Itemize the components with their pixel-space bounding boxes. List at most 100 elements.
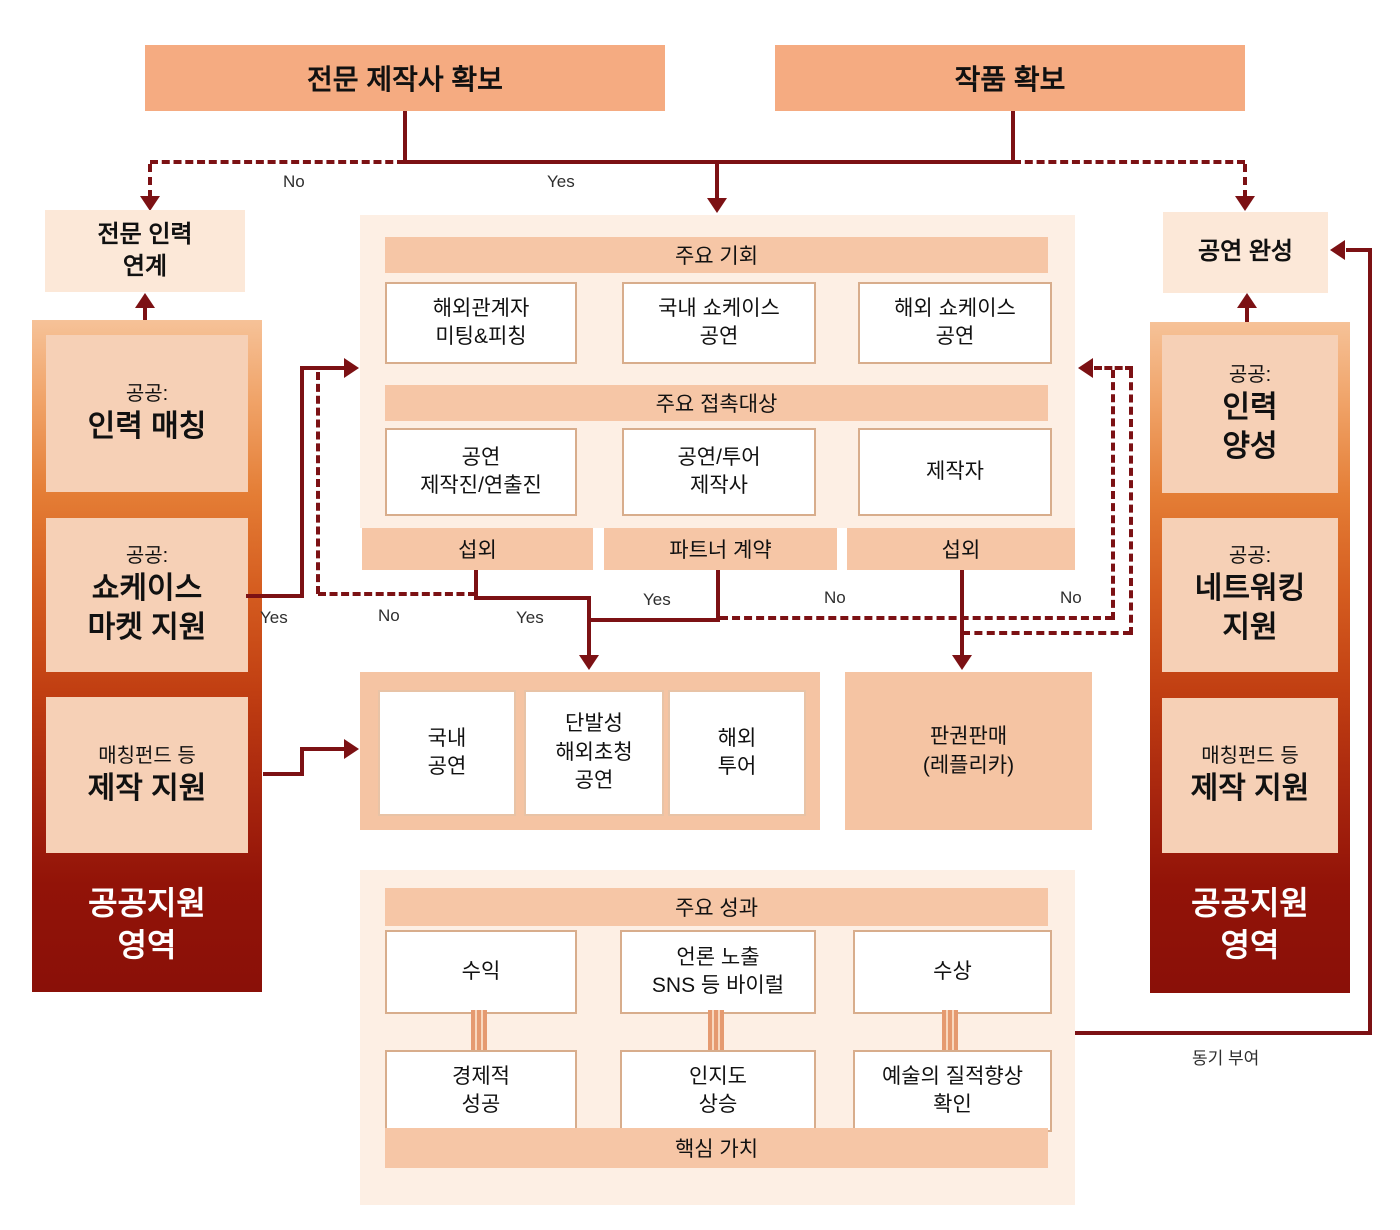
line-prodsupport-up — [300, 747, 304, 776]
left-item-3-sub: 매칭펀드 등 — [98, 744, 196, 767]
box-expert-link: 전문 인력 연계 — [45, 210, 245, 292]
line-motivation-bottom — [1075, 1031, 1372, 1035]
label-top-yes: Yes — [547, 172, 575, 191]
left-item-1-sub: 공공: — [125, 383, 169, 405]
gate-partner-contract: 파트너 계약 — [604, 528, 837, 570]
dashed-right-loop-2 — [1129, 370, 1133, 635]
right-item-production-support: 매칭펀드 등 제작 지원 — [1162, 698, 1338, 853]
arrow-into-rights-box — [952, 655, 972, 670]
line-gate1-right — [476, 596, 591, 600]
arrow-into-panel-right — [1078, 358, 1093, 378]
arrow-up-to-finish-box — [1237, 293, 1257, 308]
dashed-right-loop-1 — [1111, 370, 1115, 620]
left-support-column: 공공: 인력 매칭 공공: 쇼케이스 마켓 지원 매칭펀드 등 제작 지원 공공… — [32, 320, 262, 992]
right-item-1-sub: 공공: — [1228, 364, 1272, 386]
label-partner-no: No — [824, 588, 846, 607]
box-domestic-showcase: 국내 쇼케이스 공연 — [622, 282, 816, 364]
dashed-top-right-drop — [1243, 164, 1247, 198]
box-overseas-tour: 해외 투어 — [668, 690, 806, 816]
box-rights-sale-replica: 판권판매 (레플리카) — [845, 672, 1092, 830]
label-seop1-no: No — [378, 606, 400, 625]
left-item-showcase-market: 공공: 쇼케이스 마켓 지원 — [46, 518, 248, 672]
line-motivation-up — [1368, 248, 1372, 1035]
header-production-company: 전문 제작사 확보 — [145, 45, 665, 111]
bar-key-contacts: 주요 접촉대상 — [385, 385, 1048, 421]
line-top-horizontal — [403, 160, 1015, 164]
bar-key-results: 주요 성과 — [385, 888, 1048, 926]
arrow-into-outcomes-container — [579, 655, 599, 670]
label-seop3-no: No — [1060, 588, 1082, 607]
dashed-partner-no — [720, 616, 1113, 620]
left-item-3-title: 제작 지원 — [87, 771, 207, 805]
line-top-right-drop — [1011, 111, 1015, 164]
line-motivation-top — [1346, 248, 1370, 252]
label-left-yes: Yes — [260, 608, 288, 627]
right-item-3-title: 제작 지원 — [1190, 772, 1310, 805]
arrow-into-center-panel — [707, 198, 727, 213]
line-showcase-into-panel — [304, 366, 346, 370]
line-partner-left — [591, 618, 720, 622]
dashed-retry-left-horizontal — [318, 592, 476, 596]
box-economic-success: 경제적 성공 — [385, 1050, 577, 1132]
box-media-exposure: 언론 노출 SNS 등 바이럴 — [620, 930, 816, 1014]
line-gate2-down — [960, 570, 964, 656]
box-performance-complete: 공연 완성 — [1163, 212, 1328, 293]
right-item-1-title: 인력 양성 — [1222, 391, 1278, 463]
right-item-3-sub: 매칭펀드 등 — [1201, 745, 1299, 767]
label-partner-yes: Yes — [643, 590, 671, 609]
left-item-2-sub: 공공: — [125, 545, 169, 567]
box-overseas-showcase: 해외 쇼케이스 공연 — [858, 282, 1052, 364]
left-column-footer: 공공지원 영역 — [88, 885, 206, 963]
arrow-up-to-link-box — [135, 293, 155, 308]
right-item-2-sub: 공공: — [1228, 545, 1272, 567]
left-item-1-title: 인력 매칭 — [87, 410, 207, 443]
label-seop1-yes: Yes — [516, 608, 544, 627]
connector-media — [708, 1010, 724, 1050]
line-prodsupport-into — [304, 747, 346, 751]
dashed-retry-left-up — [316, 372, 320, 594]
arrow-into-link-box — [140, 196, 160, 211]
dashed-top-left-drop — [148, 164, 152, 198]
right-item-networking-support: 공공: 네트워킹 지원 — [1162, 518, 1338, 672]
arrow-into-finish-right — [1330, 240, 1345, 260]
left-item-2-title: 쇼케이스 마켓 지원 — [87, 572, 207, 644]
label-motivation: 동기 부여 — [1192, 1049, 1260, 1068]
box-one-off-overseas-invite: 단발성 해외초청 공연 — [524, 690, 664, 816]
right-item-2-title: 네트워킹 지원 — [1194, 572, 1306, 644]
dashed-top-left — [150, 160, 405, 164]
line-gate1-down — [474, 570, 478, 600]
box-overseas-meeting-pitching: 해외관계자 미팅&피칭 — [385, 282, 577, 364]
left-item-manpower-matching: 공공: 인력 매칭 — [46, 335, 248, 492]
arrow-into-finish-box — [1235, 196, 1255, 211]
arrow-into-panel-left — [344, 358, 359, 378]
box-domestic-performance: 국내 공연 — [378, 690, 516, 816]
line-showcase-up — [300, 366, 304, 598]
right-item-manpower-training: 공공: 인력 양성 — [1162, 335, 1338, 493]
bar-key-opportunities: 주요 기회 — [385, 237, 1048, 273]
arrow-into-outcomes — [344, 739, 359, 759]
line-yes-drop — [587, 618, 591, 656]
box-tour-production-company: 공연/투어 제작사 — [622, 428, 816, 516]
box-producer: 제작자 — [858, 428, 1052, 516]
left-item-production-support: 매칭펀드 등 제작 지원 — [46, 697, 248, 853]
line-showcase-out — [246, 594, 304, 598]
box-awards: 수상 — [853, 930, 1052, 1014]
box-performance-staff: 공연 제작진/연출진 — [385, 428, 577, 516]
header-work-acquisition: 작품 확보 — [775, 45, 1245, 111]
box-revenue: 수익 — [385, 930, 577, 1014]
dashed-gate2-no — [962, 631, 1131, 635]
box-awareness-rise: 인지도 상승 — [620, 1050, 816, 1132]
line-top-left-drop — [403, 111, 407, 164]
box-artistic-quality: 예술의 질적향상 확인 — [853, 1050, 1052, 1132]
connector-awards — [942, 1010, 958, 1050]
bar-core-value: 핵심 가치 — [385, 1128, 1048, 1168]
right-column-footer: 공공지원 영역 — [1191, 885, 1309, 963]
line-partner-down — [716, 570, 720, 622]
gate-recruit-2: 섭외 — [847, 528, 1075, 570]
gate-recruit-1: 섭외 — [362, 528, 593, 570]
label-top-no: No — [283, 172, 305, 191]
connector-revenue — [471, 1010, 487, 1050]
line-junction-down — [587, 596, 591, 622]
line-top-center-drop — [715, 164, 719, 198]
